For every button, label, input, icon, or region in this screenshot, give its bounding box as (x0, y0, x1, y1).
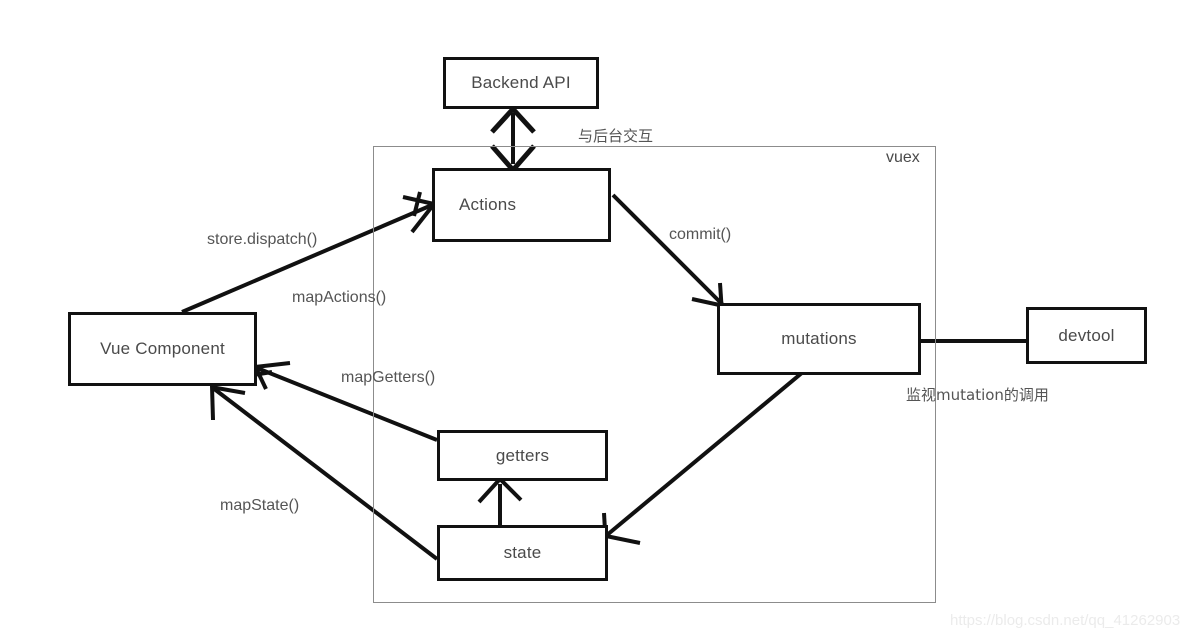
node-devtool-label: devtool (1058, 325, 1115, 345)
edge-label-commit: commit() (669, 226, 732, 243)
state-getters-edge (477, 477, 523, 525)
node-backend-api-label: Backend API (471, 73, 571, 92)
node-actions-label: Actions (459, 195, 517, 214)
node-mutations[interactable]: mutations (717, 303, 921, 375)
node-actions[interactable]: Actions (432, 168, 611, 242)
vuex-group-box (373, 146, 936, 603)
mapstate-edge (210, 385, 439, 561)
watermark-text: https://blog.csdn.net/qq_41262903 (950, 612, 1181, 629)
edge-label-backend: 与后台交互 (578, 127, 654, 145)
node-state-label: state (503, 543, 542, 562)
vuex-group-label: vuex (886, 149, 920, 166)
edge-label-store-dispatch: store.dispatch() (207, 231, 318, 248)
node-vue-component-label: Vue Component (100, 339, 225, 358)
node-mutations-label: mutations (781, 329, 857, 348)
node-vue-component[interactable]: Vue Component (68, 312, 257, 386)
dispatch-edge (181, 191, 436, 314)
node-state[interactable]: state (437, 525, 608, 581)
edge-label-map-actions: mapActions() (292, 289, 387, 306)
node-getters[interactable]: getters (437, 430, 608, 481)
node-getters-label: getters (495, 445, 550, 465)
edge-label-map-getters: mapGetters() (341, 369, 436, 386)
node-backend-api[interactable]: Backend API (443, 57, 599, 109)
node-devtool[interactable]: devtool (1026, 307, 1147, 364)
backend-actions-edge (490, 107, 536, 172)
edge-label-devtool-watch: 监视mutation的调用 (906, 386, 1049, 404)
edge-label-map-state: mapState() (220, 497, 300, 514)
